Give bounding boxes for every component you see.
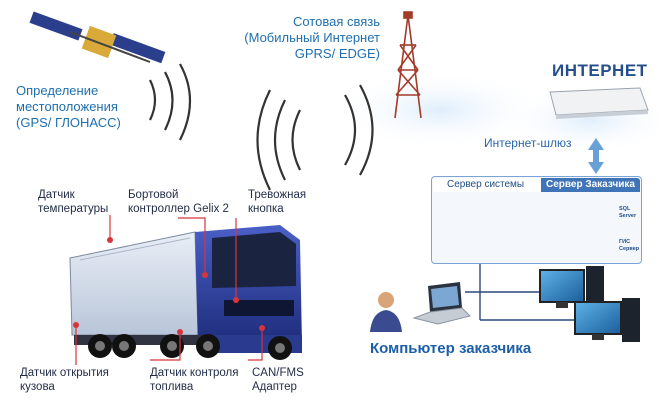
gis-server-label: ГИС Сервер bbox=[619, 239, 639, 253]
fuel-sensor-label-line: топлива bbox=[150, 381, 194, 393]
temp-sensor-label-line: Датчик bbox=[38, 189, 75, 201]
can-adapter-label-line: Адаптер bbox=[252, 381, 297, 393]
body-sensor-label: Датчик открытия кузова bbox=[20, 366, 109, 394]
system-server-tab: Сервер системы bbox=[433, 178, 555, 192]
sql-server-label: SQL Server bbox=[619, 206, 636, 220]
cellular-label-line: GPRS/ EDGE) bbox=[294, 46, 380, 61]
cloud-background bbox=[330, 70, 550, 150]
temp-sensor-label: Датчик температуры bbox=[38, 188, 108, 216]
gps-label-line: Определение bbox=[16, 83, 99, 98]
gateway-arrow bbox=[588, 138, 604, 174]
satellite-icon bbox=[29, 11, 166, 64]
gps-signal-waves bbox=[149, 63, 192, 141]
fuel-sensor-label: Датчик контроля топлива bbox=[150, 366, 239, 394]
can-adapter-label-line: CAN/FMS bbox=[252, 367, 304, 379]
cellular-label-line: Сотовая связь bbox=[292, 14, 380, 29]
truck-icon bbox=[69, 225, 302, 360]
controller-label-line: Бортовой bbox=[128, 189, 179, 201]
sql-server-label-line: Server bbox=[619, 213, 637, 219]
alarm-button-label-line: кнопка bbox=[248, 203, 284, 215]
alarm-button-label: Тревожная кнопка bbox=[248, 188, 306, 216]
controller-label: Бортовой контроллер Gelix 2 bbox=[128, 188, 229, 216]
user-icon bbox=[370, 292, 402, 332]
router-icon bbox=[549, 87, 649, 119]
gps-label-line: (GPS/ ГЛОНАСС) bbox=[16, 115, 121, 130]
sql-server-label-line: SQL bbox=[619, 206, 631, 212]
cellular-label-line: (Мобильный Интернет bbox=[244, 30, 380, 45]
client-computer-label: Компьютер заказчика bbox=[370, 340, 532, 357]
cellular-label: Сотовая связь (Мобильный Интернет GPRS/ … bbox=[220, 14, 380, 62]
callout-lines bbox=[75, 215, 263, 365]
gis-server-label-line: ГИС bbox=[619, 239, 631, 245]
gps-label-line: местоположения bbox=[16, 99, 118, 114]
cell-tower-icon bbox=[394, 11, 422, 119]
gateway-label: Интернет-шлюз bbox=[484, 136, 572, 150]
laptop-icon bbox=[412, 282, 471, 325]
client-server-tab: Сервер Заказчика bbox=[541, 178, 640, 192]
fuel-sensor-label-line: Датчик контроля bbox=[150, 367, 239, 379]
internet-title: ИНТЕРНЕТ bbox=[552, 61, 648, 80]
controller-label-line: контроллер Gelix 2 bbox=[128, 203, 229, 215]
gps-label: Определение местоположения (GPS/ ГЛОНАСС… bbox=[16, 83, 121, 131]
network-lines bbox=[465, 262, 575, 321]
desktop-computer-icon bbox=[574, 298, 640, 342]
cellular-signal-waves bbox=[256, 84, 374, 191]
temp-sensor-label-line: температуры bbox=[38, 203, 109, 215]
callout-dots bbox=[73, 237, 265, 335]
body-sensor-label-line: кузова bbox=[20, 381, 55, 393]
alarm-button-label-line: Тревожная bbox=[248, 189, 307, 201]
desktop-computer-icon bbox=[539, 266, 604, 310]
gis-server-label-line: Сервер bbox=[619, 246, 640, 252]
body-sensor-label-line: Датчик открытия bbox=[20, 367, 109, 379]
can-adapter-label: CAN/FMS Адаптер bbox=[252, 366, 304, 394]
